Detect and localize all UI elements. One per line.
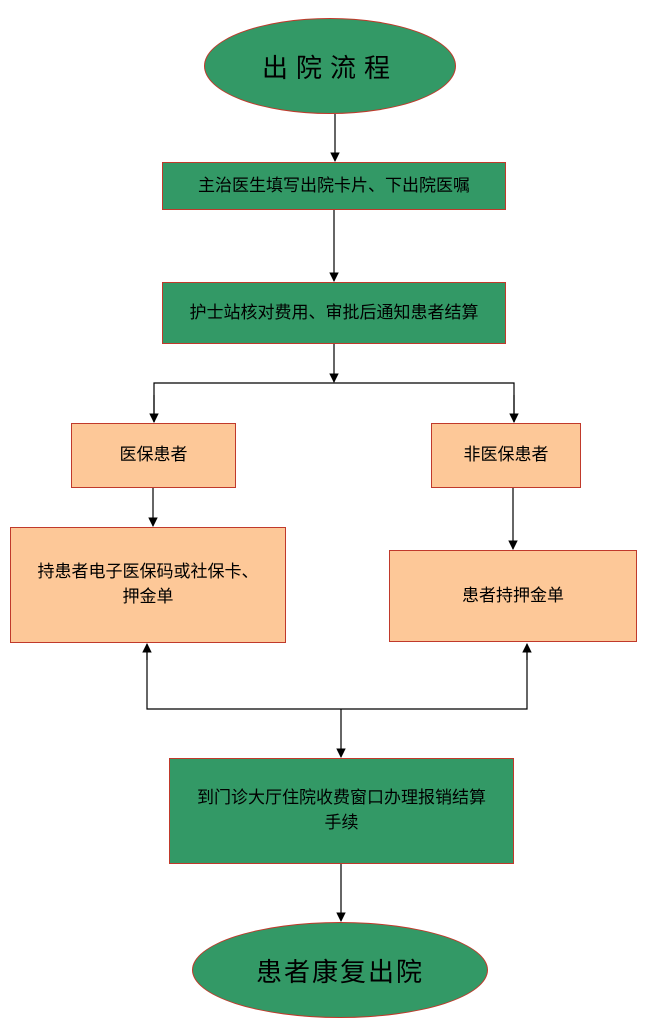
nurse-verify-step: 护士站核对费用、审批后通知患者结算 [162,282,506,344]
doctor-discharge-step: 主治医生填写出院卡片、下出院医嘱 [162,162,506,210]
discharge-end: 患者康复出院 [192,922,488,1018]
insured-requirement-box: 持患者电子医保码或社保卡、押金单 [10,527,286,643]
merge-connector [146,645,528,710]
settlement-window-step: 到门诊大厅住院收费窗口办理报销结算手续 [169,758,514,864]
split-connector [153,382,515,422]
uninsured-patient-box: 非医保患者 [431,423,581,488]
uninsured-requirement-box: 患者持押金单 [389,550,637,642]
insured-patient-box: 医保患者 [71,423,236,488]
flow-title: 出院流程 [204,18,456,114]
